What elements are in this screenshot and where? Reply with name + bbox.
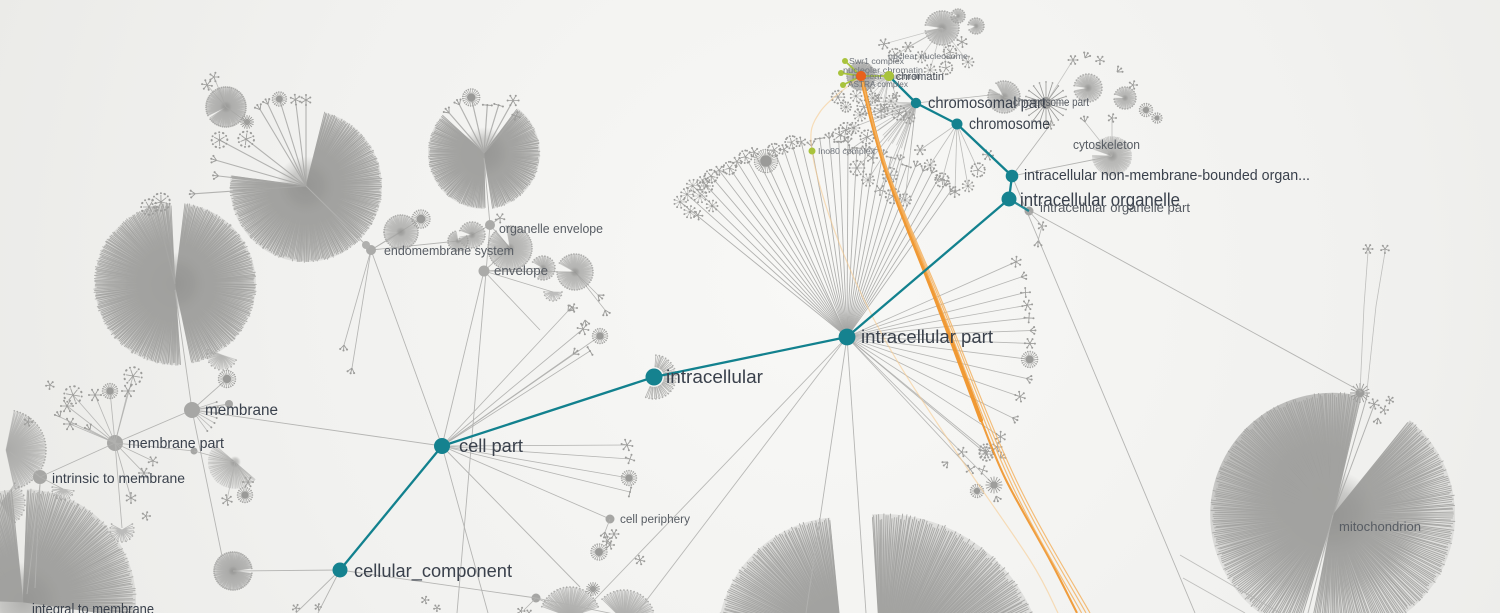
svg-text:intrinsic to membrane: intrinsic to membrane — [52, 470, 185, 486]
svg-text:intracellular organelle: intracellular organelle — [1020, 190, 1180, 210]
svg-text:intracellular: intracellular — [666, 367, 763, 387]
svg-text:intracellular part: intracellular part — [861, 327, 993, 347]
svg-text:intracellular organelle part: intracellular organelle part — [1040, 201, 1191, 215]
svg-text:cell part: cell part — [459, 436, 523, 456]
svg-text:endomembrane system: endomembrane system — [384, 243, 514, 258]
svg-text:chromosome: chromosome — [969, 116, 1050, 133]
svg-text:chromosomal part: chromosomal part — [928, 95, 1047, 112]
svg-text:cellular_component: cellular_component — [354, 561, 512, 582]
svg-text:membrane part: membrane part — [128, 436, 224, 452]
svg-text:chromatin: chromatin — [896, 71, 944, 83]
svg-text:cell periphery: cell periphery — [620, 514, 690, 526]
svg-text:nucleolar chromatin: nucleolar chromatin — [843, 65, 923, 75]
svg-text:ASTRA complex: ASTRA complex — [848, 79, 909, 89]
svg-text:mitochondrion: mitochondrion — [1339, 519, 1421, 534]
svg-text:membrane: membrane — [205, 402, 278, 419]
svg-text:nuclear nucleosome: nuclear nucleosome — [888, 51, 968, 61]
svg-text:chromosome part: chromosome part — [1013, 95, 1090, 109]
svg-text:intracellular non-membrane-bou: intracellular non-membrane-bounded organ… — [1024, 167, 1310, 184]
svg-text:cytoskeleton: cytoskeleton — [1073, 138, 1140, 152]
svg-text:Ino80 complex: Ino80 complex — [818, 146, 876, 156]
svg-text:integral to membrane: integral to membrane — [32, 602, 154, 613]
svg-text:Swr1 complex: Swr1 complex — [849, 56, 905, 66]
svg-text:envelope: envelope — [494, 263, 548, 278]
svg-text:organelle envelope: organelle envelope — [499, 221, 603, 236]
